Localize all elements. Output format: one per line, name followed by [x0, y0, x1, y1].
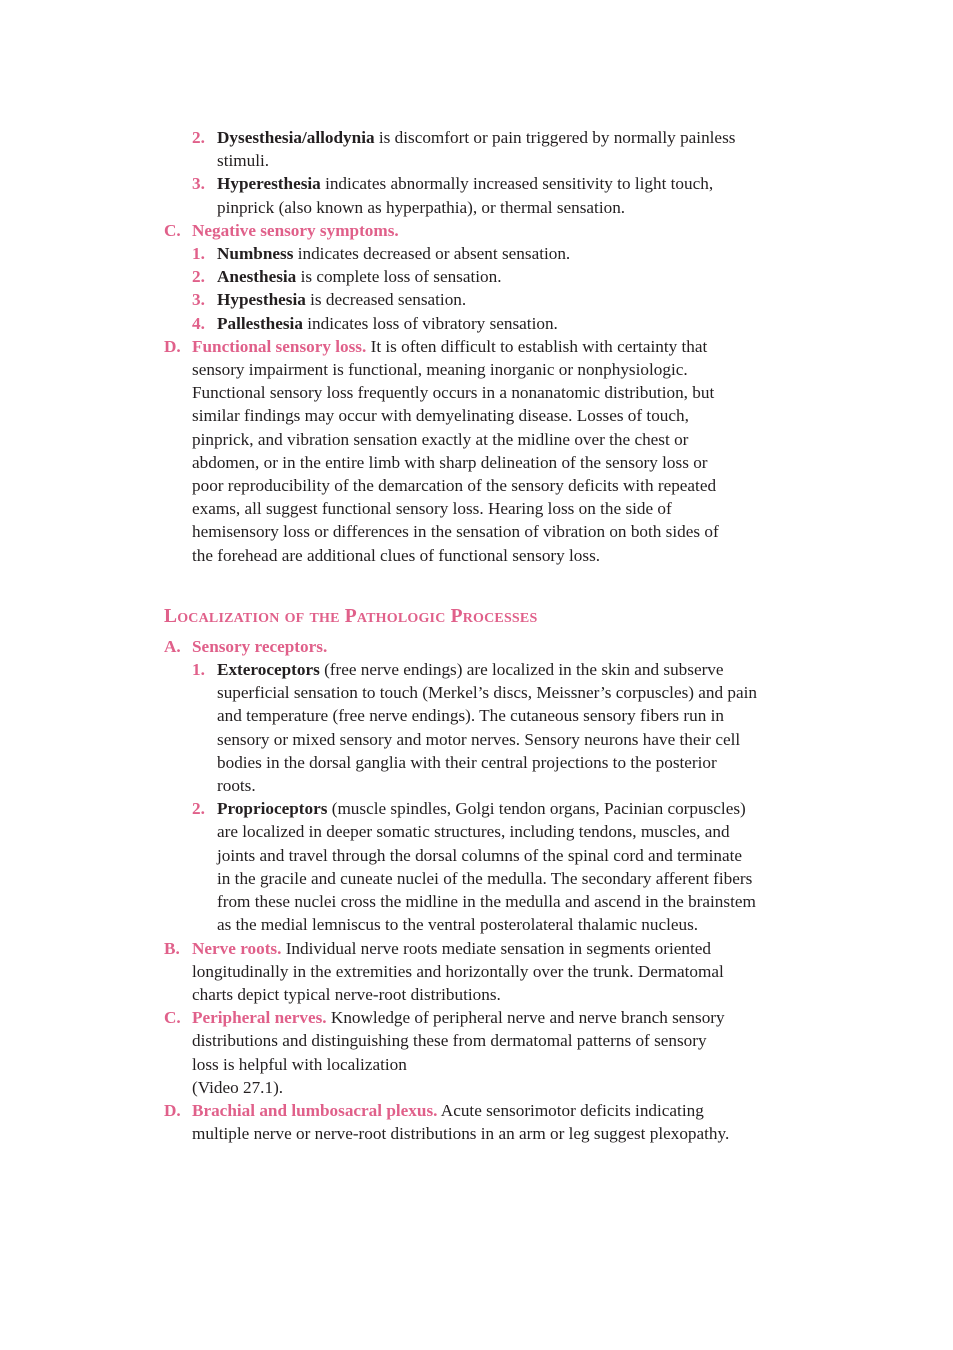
term: Exteroceptors — [217, 660, 320, 680]
definition: indicates abnormally increased sensitivi… — [217, 174, 714, 217]
definition: (free nerve endings) are localized in th… — [217, 660, 758, 796]
definition: is complete loss of sensation. — [296, 267, 502, 287]
list-marker: 3. — [192, 174, 205, 194]
term: Numbness — [217, 244, 294, 264]
video-reference: (Video 27.1). — [192, 1077, 284, 1097]
list-item-hyperesthesia: 3. Hyperesthesia indicates abnormally in… — [0, 172, 953, 218]
section-body: Individual nerve roots mediate sensation… — [192, 938, 724, 1004]
list-item-text: Exteroceptors (free nerve endings) are l… — [217, 658, 757, 797]
term: Pallesthesia — [217, 313, 303, 333]
list-item-text: Proprioceptors (muscle spindles, Golgi t… — [217, 797, 757, 936]
section-marker: A. — [164, 636, 181, 656]
section-marker: D. — [164, 1100, 181, 1120]
section-marker: C. — [164, 1008, 181, 1028]
list-marker: 3. — [192, 290, 205, 310]
list-item-text: Numbness indicates decreased or absent s… — [217, 242, 757, 265]
section-title-localization: Localization of the Pathologic Processes — [164, 605, 538, 627]
term: Dysesthesia/allodynia — [217, 128, 375, 147]
section-functional-loss: D. Functional sensory loss. It is often … — [0, 335, 953, 567]
definition: indicates loss of vibratory sensation. — [302, 313, 558, 333]
list-item-dysesthesia: 2. Dysesthesia/allodynia is discomfort o… — [0, 126, 953, 172]
list-item-pallesthesia: 4. Pallesthesia indicates loss of vibrat… — [0, 312, 953, 335]
list-item-numbness: 1. Numbness indicates decreased or absen… — [0, 242, 953, 265]
list-marker: 4. — [192, 313, 205, 333]
section-heading: Nerve roots. — [192, 938, 282, 958]
list-item-text: Dysesthesia/allodynia is discomfort or p… — [217, 126, 757, 172]
term: Proprioceptors — [217, 799, 328, 819]
section-heading: Functional sensory loss. — [192, 336, 367, 356]
list-item-text: Hypesthesia is decreased sensation. — [217, 288, 757, 311]
list-item-proprioceptors: 2. Proprioceptors (muscle spindles, Golg… — [0, 797, 953, 936]
term: Hyperesthesia — [217, 174, 321, 194]
section-heading: Negative sensory symptoms. — [192, 220, 399, 240]
list-item-hypesthesia: 3. Hypesthesia is decreased sensation. — [0, 288, 953, 311]
list-marker: 2. — [192, 267, 205, 287]
list-item-text: Anesthesia is complete loss of sensation… — [217, 265, 757, 288]
document-page: 2. Dysesthesia/allodynia is discomfort o… — [0, 126, 953, 1145]
term: Hypesthesia — [217, 290, 306, 310]
section-heading: Peripheral nerves. — [192, 1008, 327, 1028]
definition: is decreased sensation. — [305, 290, 467, 310]
section-marker: D. — [164, 336, 181, 356]
section-body: Knowledge of peripheral nerve and nerve … — [192, 1008, 725, 1074]
section-body: Acute sensorimotor deficits indicating m… — [192, 1100, 730, 1144]
list-item-text: Pallesthesia indicates loss of vibratory… — [217, 312, 757, 335]
list-marker: 2. — [192, 128, 205, 147]
section-body: It is often difficult to establish with … — [192, 336, 719, 565]
definition: is discomfort or pain triggered by norma… — [217, 128, 736, 171]
definition: (muscle spindles, Golgi tendon organs, P… — [217, 799, 756, 935]
list-item-anesthesia: 2. Anesthesia is complete loss of sensat… — [0, 265, 953, 288]
list-item-text: Hyperesthesia indicates abnormally incre… — [217, 172, 757, 218]
section-plexus: D. Brachial and lumbosacral plexus. Acut… — [0, 1099, 953, 1145]
section-heading: Sensory receptors. — [192, 636, 328, 656]
list-marker: 1. — [192, 244, 205, 264]
section-text: Nerve roots. Individual nerve roots medi… — [192, 937, 732, 1007]
list-marker: 2. — [192, 799, 205, 819]
definition: indicates decreased or absent sensation. — [293, 244, 571, 264]
section-text: Peripheral nerves. Knowledge of peripher… — [192, 1006, 732, 1099]
section-text: Functional sensory loss. It is often dif… — [192, 335, 732, 567]
section-heading: Brachial and lumbosacral plexus. — [192, 1100, 438, 1120]
section-nerve-roots: B. Nerve roots. Individual nerve roots m… — [0, 937, 953, 1007]
term: Anesthesia — [217, 267, 297, 287]
section-negative-symptoms: C. Negative sensory symptoms. — [0, 219, 953, 242]
section-marker: C. — [164, 220, 181, 240]
list-marker: 1. — [192, 660, 205, 680]
section-sensory-receptors: A. Sensory receptors. — [0, 635, 953, 658]
section-text: Brachial and lumbosacral plexus. Acute s… — [192, 1099, 732, 1145]
list-item-exteroceptors: 1. Exteroceptors (free nerve endings) ar… — [0, 658, 953, 797]
section-peripheral-nerves: C. Peripheral nerves. Knowledge of perip… — [0, 1006, 953, 1099]
section-marker: B. — [164, 938, 180, 958]
